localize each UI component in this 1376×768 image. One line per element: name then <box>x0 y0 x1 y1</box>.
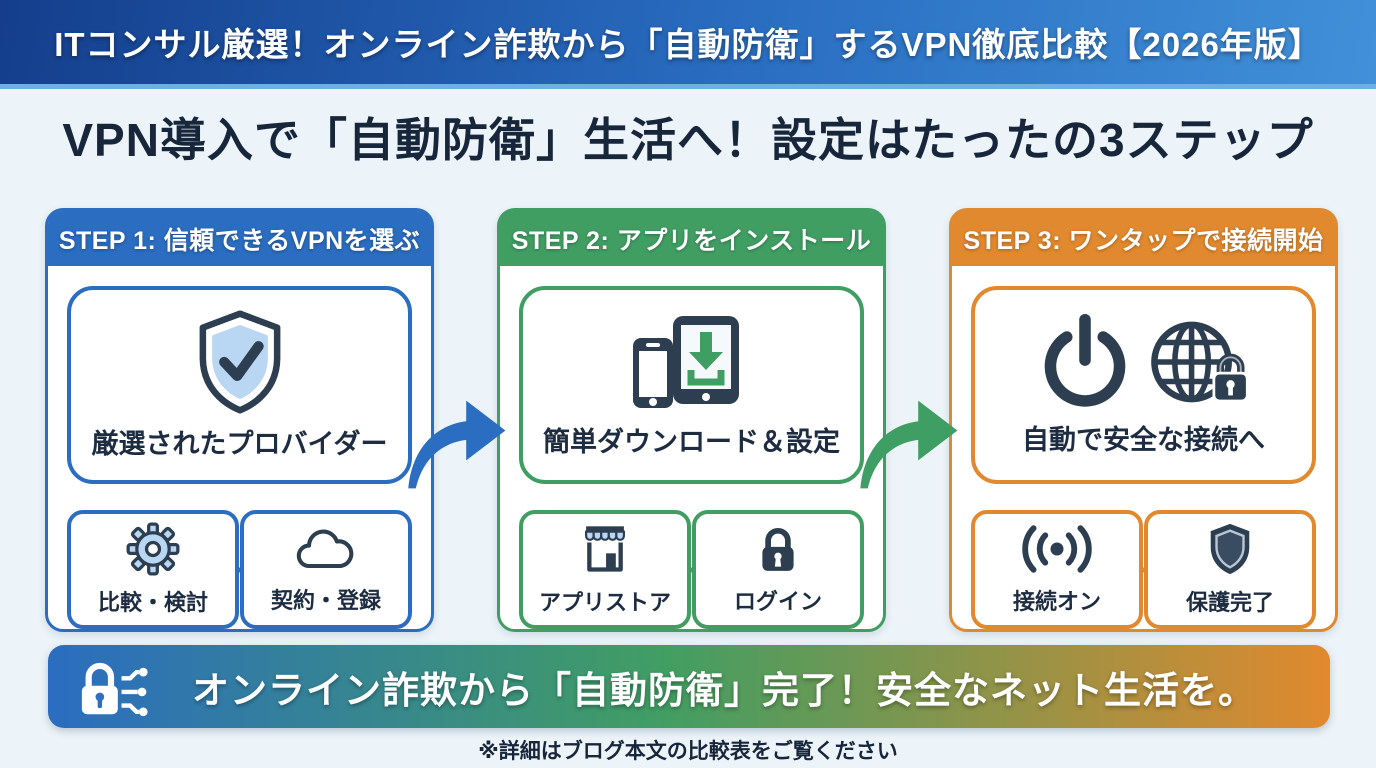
step-3-sub-label-protected: 保護完了 <box>1185 590 1274 615</box>
step-3-sub-label-connect: 接続オン <box>1012 589 1101 614</box>
shield-check-icon <box>191 309 289 414</box>
app-store-icon <box>577 522 633 576</box>
step-3-main-box: 自動で安全な接続へ <box>971 286 1316 484</box>
step-2-sub-label-appstore: アプリストア <box>538 590 671 615</box>
top-banner: ITコンサル厳選！オンライン詐欺から「自動防衛」するVPN徹底比較【2026年版… <box>0 0 1376 89</box>
lock-network-icon <box>70 656 152 718</box>
step-2-sub-row: アプリストア ログイン <box>519 510 864 629</box>
gear-icon <box>126 522 180 576</box>
step-1-main-label: 厳選されたプロバイダー <box>91 428 388 459</box>
step-2-main-box: 簡単ダウンロード＆設定 <box>519 286 864 484</box>
step-2-body: 簡単ダウンロード＆設定 <box>500 266 883 647</box>
step-2-card: STEP 2: アプリをインストール <box>497 208 886 632</box>
bottom-banner: オンライン詐欺から「自動防衛」完了！安全なネット生活を。 <box>48 645 1330 728</box>
step-3-sub-box-connect: 接続オン <box>971 510 1143 629</box>
page-title: VPN導入で「自動防衛」生活へ！設定はたったの3ステップ <box>62 114 1314 166</box>
step-1-sub-box-signup: 契約・登録 <box>240 510 412 629</box>
cloud-icon <box>292 524 360 574</box>
step-3-connector-line <box>1117 567 1170 572</box>
step-3-sub-row: 接続オン 保護完了 <box>971 510 1316 629</box>
step-1-header: STEP 1: 信頼できるVPNを選ぶ <box>48 211 431 266</box>
devices-download-icon <box>631 312 753 412</box>
step-1-card: STEP 1: 信頼できるVPNを選ぶ 厳選されたプロバイダー <box>45 208 434 632</box>
step-1-sub-box-compare: 比較・検討 <box>67 510 239 629</box>
broadcast-signal-icon <box>1013 523 1101 575</box>
step-2-header: STEP 2: アプリをインストール <box>500 211 883 266</box>
step-3-body: 自動で安全な接続へ 接続オン <box>952 266 1335 647</box>
step-3-card: STEP 3: ワンタップで接続開始 <box>949 208 1338 632</box>
step-2-sub-label-login: ログイン <box>733 589 822 614</box>
lock-icon <box>752 523 804 575</box>
step-3-main-label: 自動で安全な接続へ <box>1022 424 1265 455</box>
step-1-body: 厳選されたプロバイダー <box>48 266 431 647</box>
step-1-sub-label-signup: 契約・登録 <box>270 588 381 613</box>
step-2-sub-box-login: ログイン <box>692 510 864 629</box>
step-2-sub-box-appstore: アプリストア <box>519 510 691 629</box>
step-2-main-label: 簡単ダウンロード＆設定 <box>543 426 840 457</box>
step-3-sub-box-protected: 保護完了 <box>1144 510 1316 629</box>
top-banner-text: ITコンサル厳選！オンライン詐欺から「自動防衛」するVPN徹底比較【2026年版… <box>54 26 1322 63</box>
step-3-header: STEP 3: ワンタップで接続開始 <box>952 211 1335 266</box>
bottom-banner-text: オンライン詐欺から「自動防衛」完了！安全なネット生活を。 <box>192 669 1256 711</box>
flow-arrow-blue <box>399 378 511 498</box>
flow-arrow-green <box>851 378 963 498</box>
step-1-main-box: 厳選されたプロバイダー <box>67 286 412 484</box>
step-1-sub-row: 比較・検討 契約・登録 <box>67 510 412 629</box>
step-2-connector-line <box>665 567 718 572</box>
step-1-sub-label-compare: 比較・検討 <box>97 590 208 615</box>
footnote: ※詳細はブログ本文の比較表をご覧ください <box>478 740 898 763</box>
step-1-connector-line <box>213 567 266 572</box>
shield-filled-icon <box>1205 522 1255 576</box>
power-globe-lock-icon <box>1037 313 1251 410</box>
